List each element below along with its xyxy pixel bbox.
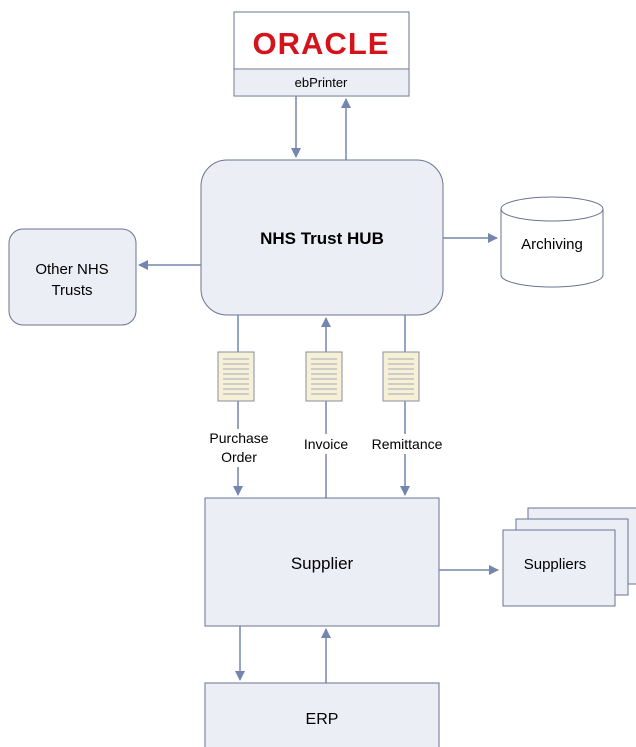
archiving-database: Archiving bbox=[500, 196, 604, 288]
invoice-document-icon bbox=[305, 351, 343, 402]
purchase-order-document-icon bbox=[217, 351, 255, 402]
remittance-label: Remittance bbox=[372, 436, 443, 452]
purchase-order-label-line1: Purchase bbox=[209, 430, 268, 446]
other-trusts-line1: Other NHS bbox=[35, 261, 108, 278]
other-trusts-line2: Trusts bbox=[51, 282, 92, 299]
ebprinter-label: ebPrinter bbox=[295, 75, 348, 90]
purchase-order-label-line2: Order bbox=[221, 449, 257, 465]
oracle-ebprinter-box: ORACLE ebPrinter bbox=[233, 11, 410, 97]
oracle-logo: ORACLE bbox=[253, 26, 390, 61]
invoice-label: Invoice bbox=[304, 436, 349, 452]
erp-label: ERP bbox=[306, 711, 339, 728]
hub-label: NHS Trust HUB bbox=[260, 229, 384, 248]
suppliers-stack: Suppliers bbox=[502, 507, 636, 607]
suppliers-label: Suppliers bbox=[524, 556, 587, 573]
erp-box: ERP bbox=[204, 682, 440, 747]
remittance-document-icon bbox=[382, 351, 420, 402]
supplier-box: Supplier bbox=[204, 497, 440, 627]
supplier-label: Supplier bbox=[291, 554, 354, 573]
nhs-trust-hub: NHS Trust HUB bbox=[200, 159, 444, 316]
other-nhs-trusts-box: Other NHS Trusts bbox=[8, 228, 137, 326]
archiving-label: Archiving bbox=[521, 236, 583, 253]
